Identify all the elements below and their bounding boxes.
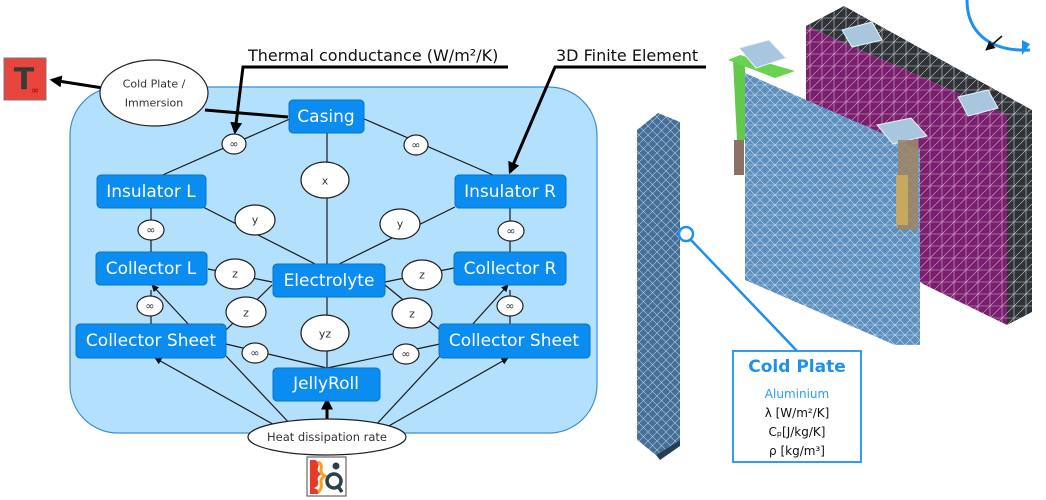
value-label: Casing (297, 107, 354, 127)
component-nodes: Casing Insulator L Insulator R Collector… (75, 99, 591, 402)
thermal-conductance-label: Thermal conductance (W/m²/K) (247, 46, 498, 65)
cold-plate-heat-capacity: Cₚ[J/kg/K] (769, 425, 826, 439)
conductance-insulator-l-electrolyte[interactable]: y (234, 204, 276, 236)
node-collector-l[interactable]: Collector L (95, 251, 208, 286)
t-icon-subscript: ∞ (31, 86, 39, 97)
value-label: Insulator L (106, 182, 196, 202)
conductance-collector-r-electrolyte[interactable]: z (401, 259, 443, 291)
node-insulator-l[interactable]: Insulator L (96, 174, 207, 209)
conductance-insulator-r-electrolyte[interactable]: y (379, 208, 421, 240)
value-label: JellyRoll (292, 374, 359, 394)
cell-mesh-front (745, 73, 920, 345)
node-casing[interactable]: Casing (288, 99, 365, 134)
conductance-insulator-r-collector-r[interactable]: ∞ (497, 220, 525, 242)
value-label: ∞ (145, 300, 154, 313)
casing-mesh-side (1007, 110, 1032, 325)
conductance-collector-l-electrolyte[interactable]: z (214, 258, 256, 290)
cold-plate-title: Cold Plate (748, 357, 845, 377)
cold-plate-immersion-node[interactable]: Cold Plate / Immersion (99, 59, 209, 127)
conductance-casing-insulator-r[interactable]: ∞ (403, 134, 429, 156)
value-label: Collector Sheet (449, 331, 579, 351)
value-label: z (243, 307, 249, 320)
conductance-sheet-r-electrolyte[interactable]: z (391, 297, 433, 329)
cold-plate-info-box: Cold Plate Aluminium λ [W/m²/K] Cₚ[J/kg/… (732, 350, 862, 463)
conductance-sheet-l-jellyroll[interactable]: ∞ (241, 342, 269, 364)
annotation-lines (49, 65, 706, 175)
conductance-collector-r-sheet-r[interactable]: ∞ (496, 295, 524, 317)
finite-element-label: 3D Finite Element (556, 46, 698, 65)
cold-plate-material: Aluminium (765, 387, 829, 401)
value-label: z (232, 268, 238, 281)
conductance-electrolyte-jellyroll[interactable]: yz (300, 314, 350, 352)
value-label: x (322, 175, 329, 188)
value-label: y (397, 218, 404, 231)
value-label: ∞ (401, 348, 410, 361)
value-label: ∞ (250, 347, 259, 360)
cold-plate-line1: Cold Plate / (123, 78, 186, 91)
conductance-insulator-l-collector-l[interactable]: ∞ (137, 219, 165, 241)
conductance-casing-insulator-l[interactable]: ∞ (221, 133, 247, 155)
value-label: ∞ (146, 224, 155, 237)
heat-dissipation-label: Heat dissipation rate (267, 430, 387, 444)
conductance-collector-l-sheet-l[interactable]: ∞ (136, 295, 164, 317)
conductance-nodes: ∞ ∞ x y y ∞ ∞ z z z z ∞ ∞ yz ∞ ∞ (136, 133, 525, 365)
node-electrolyte[interactable]: Electrolyte (272, 263, 386, 298)
cold-plate-density: ρ [kg/m³] (769, 444, 825, 458)
node-collector-r[interactable]: Collector R (453, 251, 567, 286)
conductance-casing-electrolyte[interactable]: x (300, 161, 350, 199)
value-label: yz (319, 328, 332, 341)
value-label: Collector L (106, 259, 197, 279)
magnifier-icon (677, 225, 695, 243)
node-collector-sheet-r[interactable]: Collector Sheet (438, 323, 591, 359)
node-insulator-r[interactable]: Insulator R (454, 174, 567, 209)
value-label: Insulator R (464, 182, 556, 202)
value-label: ∞ (506, 225, 515, 238)
value-label: ∞ (411, 139, 420, 152)
cold-plate-conductivity: λ [W/m²/K] (765, 406, 830, 420)
heat-dissipation-node[interactable]: Heat dissipation rate (247, 418, 407, 456)
cold-plate-mesh (637, 113, 680, 455)
value-label: z (409, 308, 415, 321)
node-collector-sheet-l[interactable]: Collector Sheet (75, 323, 227, 359)
node-jellyroll[interactable]: JellyRoll (272, 367, 381, 402)
t-icon-letter: T (14, 63, 35, 98)
cold-plate-line2: Immersion (125, 97, 183, 110)
value-label: z (419, 269, 425, 282)
value-label: ∞ (505, 300, 514, 313)
value-label: Electrolyte (284, 271, 375, 291)
value-label: ∞ (229, 138, 238, 151)
value-label: y (252, 214, 259, 227)
conductance-sheet-r-jellyroll[interactable]: ∞ (392, 343, 420, 365)
fe-model-illustration (637, 0, 1032, 460)
value-label: Collector R (464, 259, 557, 279)
conductance-sheet-l-electrolyte[interactable]: z (225, 296, 267, 328)
ambient-temperature-icon: T ∞ (3, 57, 47, 101)
rotation-arrow-icon (965, 0, 1031, 52)
value-label: Collector Sheet (86, 331, 216, 351)
heat-source-icon (306, 456, 347, 497)
